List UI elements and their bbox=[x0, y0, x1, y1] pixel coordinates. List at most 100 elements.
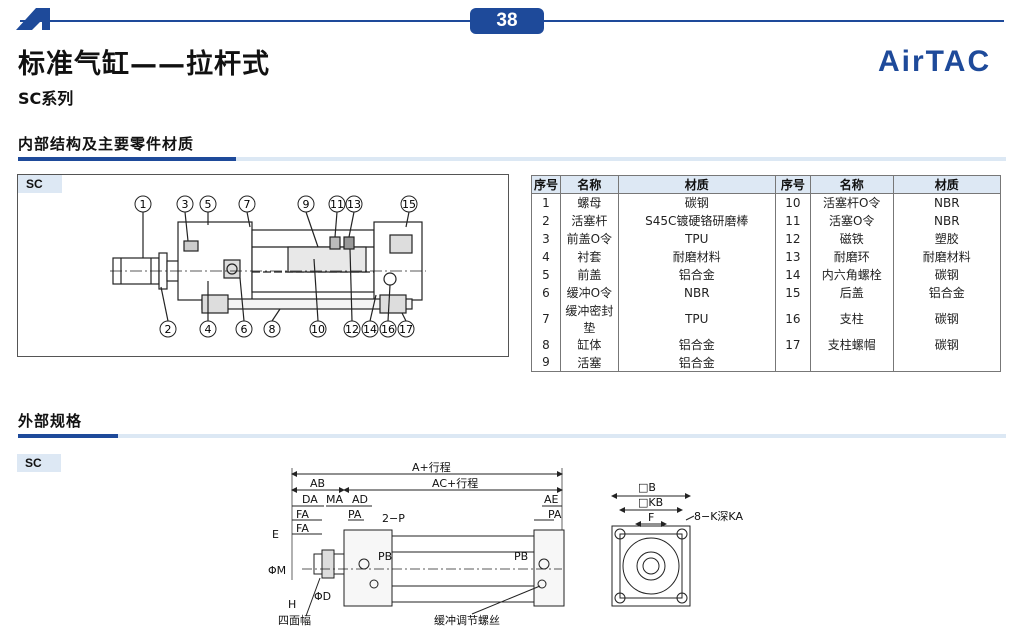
table-cell: 耐磨材料 bbox=[617, 247, 776, 266]
table-cell: 12 bbox=[774, 229, 811, 248]
dim-a-stroke: A+行程 bbox=[412, 461, 451, 474]
table-cell: 活塞 bbox=[559, 353, 619, 372]
table-cell: 碳钢 bbox=[892, 301, 1002, 336]
dim-b: □B bbox=[638, 481, 656, 494]
table-cell: 7 bbox=[531, 301, 561, 336]
table-cell bbox=[892, 353, 1002, 372]
part-callout-number: 15 bbox=[402, 198, 416, 211]
dim-h: H bbox=[288, 598, 296, 611]
part-callout-number: 12 bbox=[345, 323, 359, 336]
part-callout-number: 4 bbox=[205, 323, 212, 336]
table-cell: 缓冲O令 bbox=[559, 283, 619, 302]
dim-pa-1: PA bbox=[348, 508, 362, 521]
table-cell: 缓冲密封垫 bbox=[559, 301, 619, 336]
table-header-cell: 序号 bbox=[531, 175, 561, 194]
dim-ad: AD bbox=[352, 493, 368, 506]
dim-fa-2: FA bbox=[296, 522, 309, 535]
part-callout-number: 13 bbox=[347, 198, 361, 211]
table-cell: 5 bbox=[531, 265, 561, 284]
diagram-tag: SC bbox=[18, 175, 62, 193]
table-cell: 耐磨环 bbox=[809, 247, 894, 266]
part-callout-circle bbox=[343, 320, 361, 338]
table-header-cell: 材质 bbox=[617, 175, 776, 194]
dim-e: E bbox=[272, 528, 279, 541]
page-number-badge: 38 bbox=[470, 8, 544, 34]
dim-port-p: 2−P bbox=[382, 512, 405, 525]
dim-pb-2: PB bbox=[514, 550, 528, 563]
table-cell: 内六角螺栓 bbox=[809, 265, 894, 284]
table-cell: 3 bbox=[531, 229, 561, 248]
dim-kb: □KB bbox=[638, 496, 663, 509]
part-callout-circle bbox=[361, 320, 379, 338]
dim-phi-d: ΦD bbox=[314, 590, 331, 603]
table-cell: NBR bbox=[617, 283, 776, 302]
part-callout-circle bbox=[297, 195, 315, 213]
part-callout-circle bbox=[199, 195, 217, 213]
part-callout-number: 14 bbox=[363, 323, 377, 336]
part-callout-number: 1 bbox=[140, 198, 147, 211]
part-callout-circle bbox=[400, 195, 418, 213]
table-cell: 塑胶 bbox=[892, 229, 1002, 248]
part-callout-circle bbox=[379, 320, 397, 338]
table-cell: 铝合金 bbox=[617, 335, 776, 354]
table-cell bbox=[774, 353, 811, 372]
series-subtitle: SC系列 bbox=[18, 89, 74, 108]
part-callout-circle bbox=[235, 320, 253, 338]
part-callout-number: 16 bbox=[381, 323, 395, 336]
dim-k-depth: 8−K深KA bbox=[694, 510, 743, 523]
table-cell: 17 bbox=[774, 335, 811, 354]
table-cell: 14 bbox=[774, 265, 811, 284]
dim-da: DA bbox=[302, 493, 318, 506]
dim-ae: AE bbox=[544, 493, 559, 506]
section-rule-external bbox=[18, 434, 1006, 438]
section-rule-internal bbox=[18, 157, 1006, 161]
part-callout-number: 17 bbox=[399, 323, 413, 336]
dim-ab: AB bbox=[310, 477, 325, 490]
internal-structure-panel: SC bbox=[17, 174, 509, 357]
dim-phi-m: ΦM bbox=[268, 564, 286, 577]
dim-f: F bbox=[648, 511, 654, 524]
table-cell: 16 bbox=[774, 301, 811, 336]
part-callout-circle bbox=[199, 320, 217, 338]
table-header-cell: 材质 bbox=[892, 175, 1002, 194]
table-header-cell: 名称 bbox=[809, 175, 894, 194]
part-callout-circle bbox=[263, 320, 281, 338]
table-cell: TPU bbox=[617, 301, 776, 336]
table-cell: 碳钢 bbox=[617, 193, 776, 212]
page-title: 标准气缸——拉杆式 bbox=[18, 49, 270, 80]
part-callout-circle bbox=[238, 195, 256, 213]
part-callout-number: 2 bbox=[165, 323, 172, 336]
part-callout-number: 9 bbox=[303, 198, 310, 211]
table-cell: 支柱螺帽 bbox=[809, 335, 894, 354]
table-cell: NBR bbox=[892, 211, 1002, 230]
part-callout-circle bbox=[159, 320, 177, 338]
table-cell: 11 bbox=[774, 211, 811, 230]
dim-ma: MA bbox=[326, 493, 343, 506]
table-cell: TPU bbox=[617, 229, 776, 248]
table-cell: 8 bbox=[531, 335, 561, 354]
table-cell: 螺母 bbox=[559, 193, 619, 212]
table-cell: 1 bbox=[531, 193, 561, 212]
part-callout-circle bbox=[134, 195, 152, 213]
table-cell: S45C镀硬铬研磨棒 bbox=[617, 211, 776, 230]
brand-logo: AirTAC bbox=[878, 45, 992, 78]
table-cell: NBR bbox=[892, 193, 1002, 212]
table-cell: 铝合金 bbox=[617, 265, 776, 284]
section-title-external: 外部规格 bbox=[18, 412, 83, 430]
dim-wrench-flats: 四面幅 bbox=[278, 614, 311, 627]
table-cell: 后盖 bbox=[809, 283, 894, 302]
table-cell: 碳钢 bbox=[892, 265, 1002, 284]
table-cell: 磁铁 bbox=[809, 229, 894, 248]
dim-pa-2: PA bbox=[548, 508, 562, 521]
header-rule-left bbox=[20, 20, 470, 22]
table-cell: 前盖O令 bbox=[559, 229, 619, 248]
part-callout-circle bbox=[328, 195, 346, 213]
